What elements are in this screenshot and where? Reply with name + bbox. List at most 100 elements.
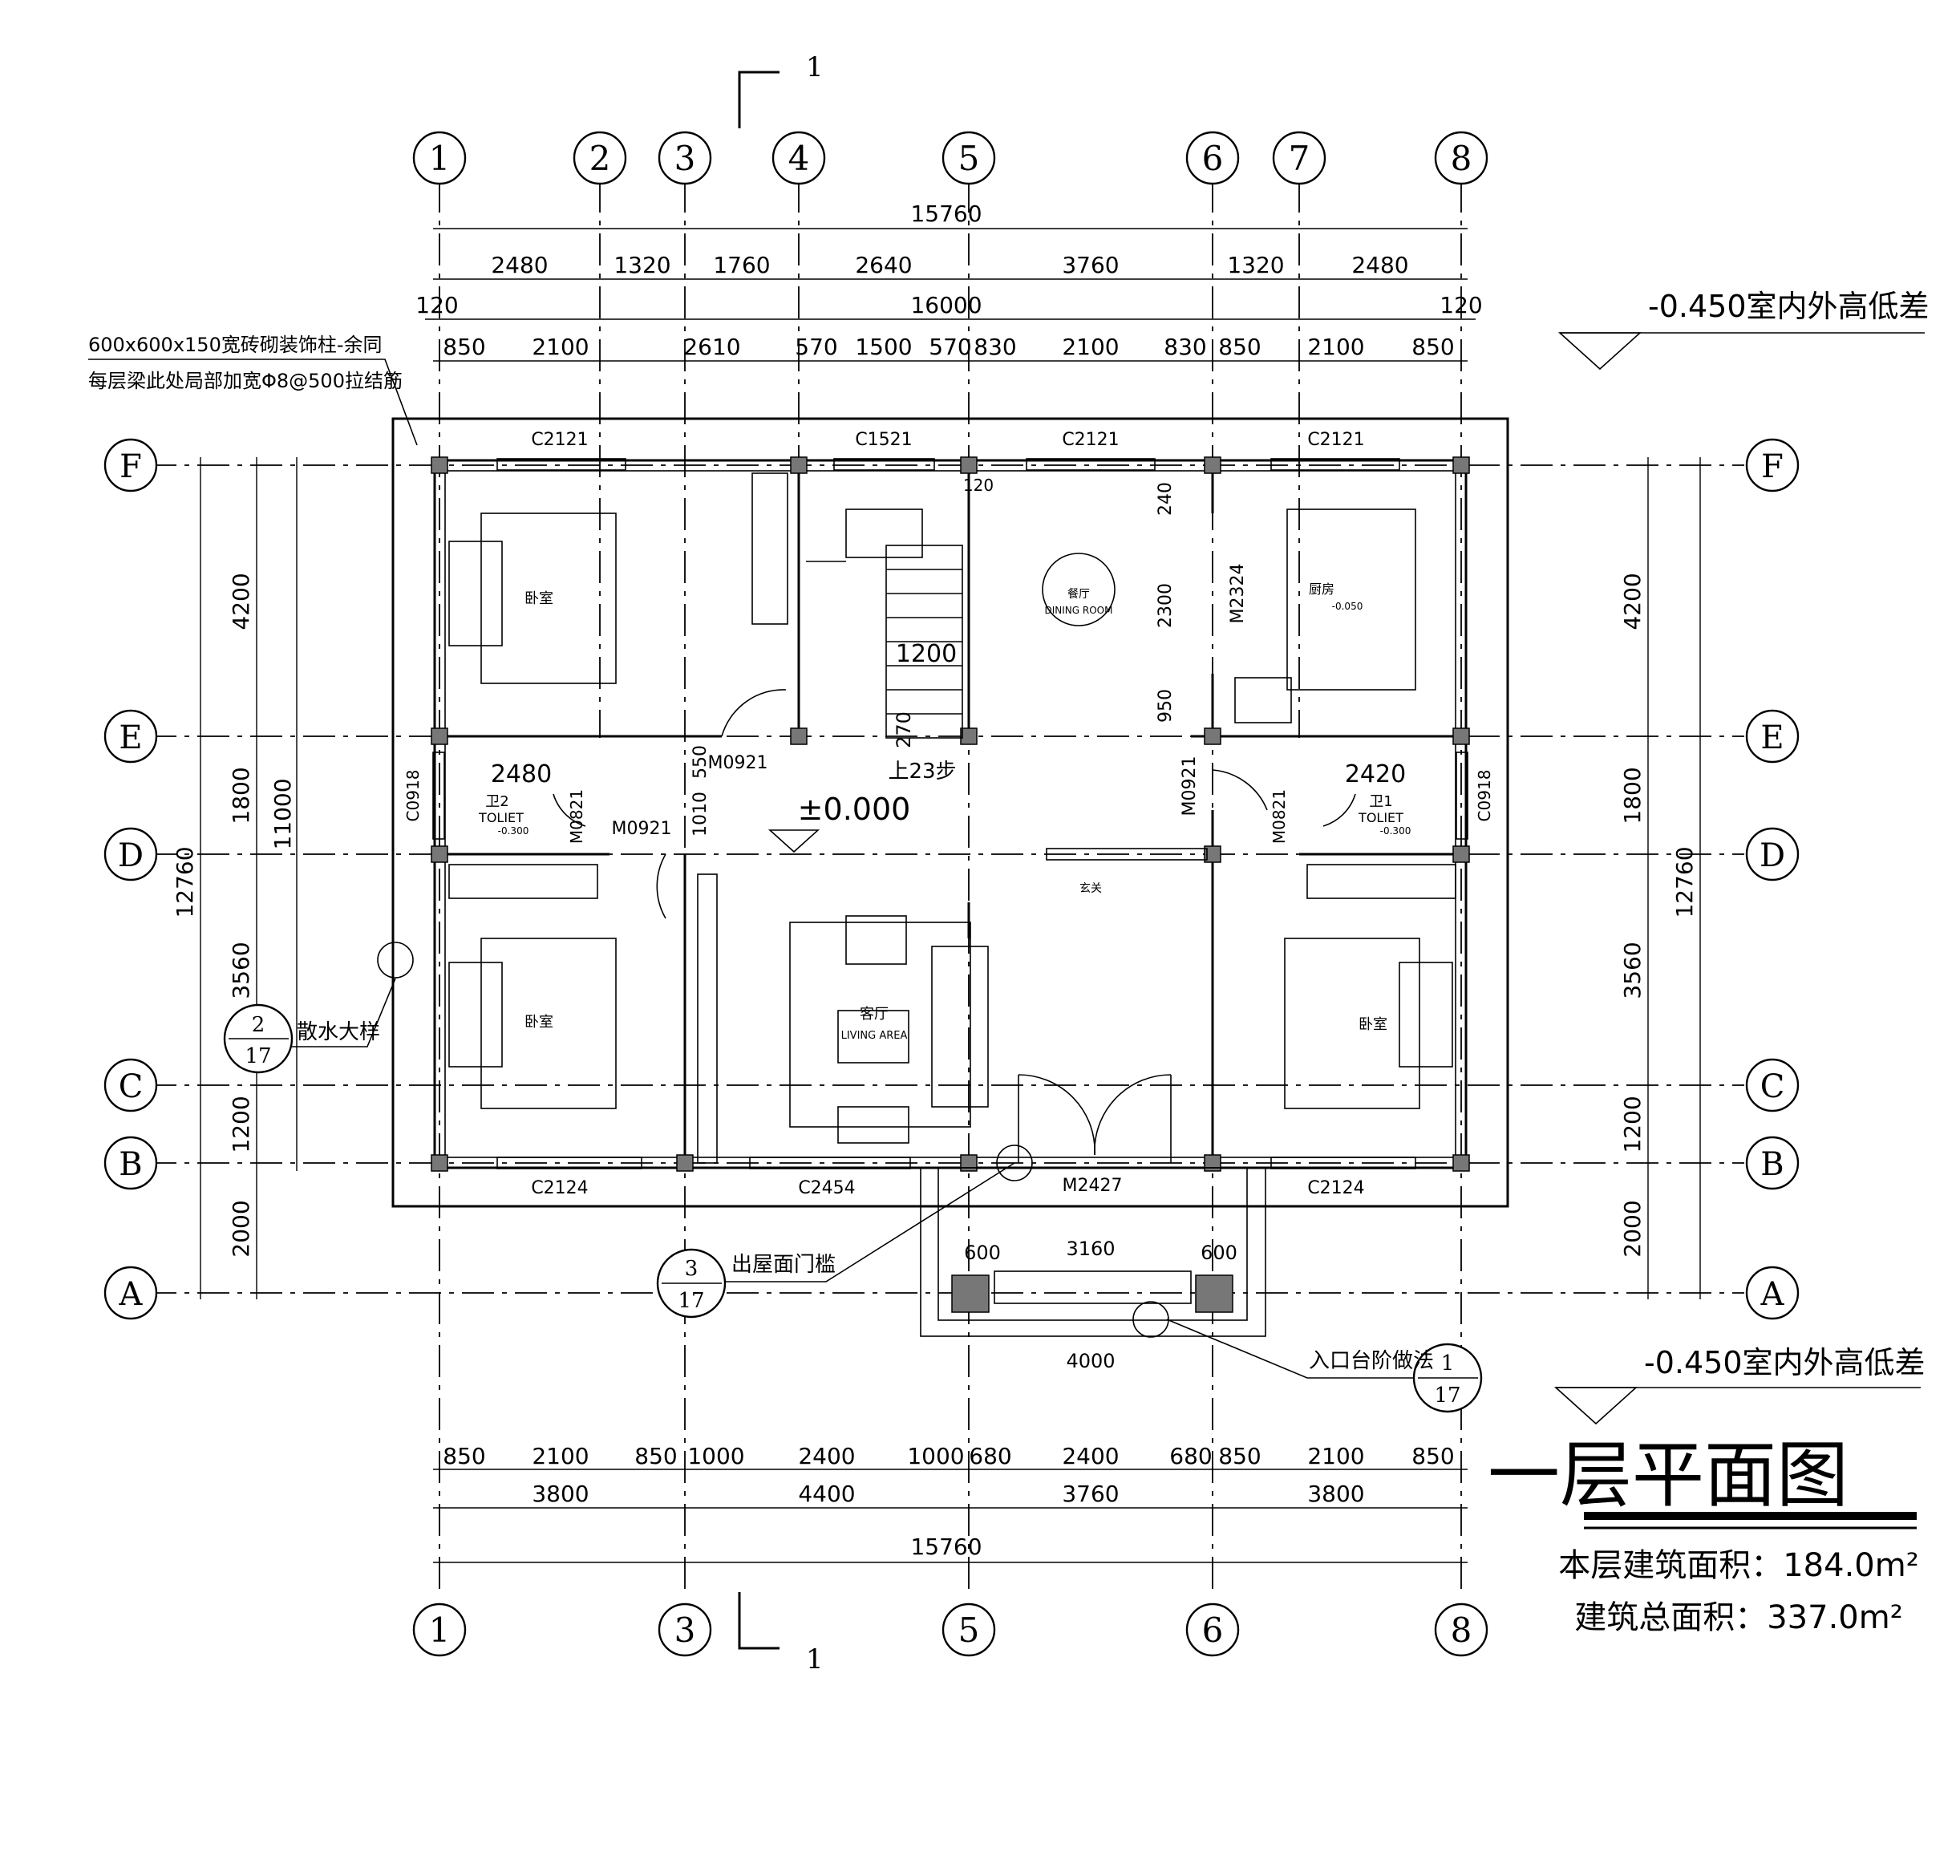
window-label: C2121: [1062, 430, 1119, 450]
svg-text:2: 2: [252, 1013, 265, 1037]
svg-text:F: F: [119, 448, 142, 485]
svg-text:1500: 1500: [855, 334, 912, 360]
svg-text:850: 850: [1411, 334, 1454, 360]
svg-text:2100: 2100: [532, 1443, 589, 1469]
svg-text:卧室: 卧室: [1359, 1016, 1387, 1033]
entrance-steps: 600 3160 4000 600: [920, 1167, 1266, 1372]
svg-text:2480: 2480: [491, 760, 552, 788]
svg-text:12760: 12760: [1671, 846, 1698, 918]
svg-text:4000: 4000: [1066, 1350, 1115, 1372]
svg-text:1800: 1800: [228, 767, 254, 824]
svg-text:2480: 2480: [1351, 252, 1408, 278]
svg-text:1: 1: [429, 1611, 451, 1650]
outer-walls: [391, 417, 1509, 1208]
svg-text:玄关: 玄关: [1079, 881, 1102, 895]
svg-text:客厅: 客厅: [860, 1006, 889, 1023]
svg-text:1: 1: [806, 1643, 824, 1675]
window-label: C2124: [531, 1178, 588, 1198]
svg-text:830: 830: [1164, 334, 1206, 360]
svg-text:3: 3: [674, 1611, 696, 1650]
svg-text:850: 850: [1218, 334, 1261, 360]
svg-text:6: 6: [1202, 1611, 1224, 1650]
misc-dimensions: 2480 2420 550 1010 240 2300 950 120: [491, 476, 1406, 837]
grid-top-2: 2: [589, 139, 611, 178]
window-label: C2121: [531, 430, 588, 450]
svg-text:2100: 2100: [532, 334, 589, 360]
svg-text:1200: 1200: [228, 1096, 254, 1153]
grid-bubbles-sides: F E D C B A F E D C B A: [103, 438, 1800, 1320]
svg-text:3560: 3560: [1619, 942, 1646, 999]
grid-top-7: 7: [1289, 139, 1310, 178]
level-note-bottom: -0.450室内外高低差: [1644, 1345, 1926, 1380]
callout-steps-label: 入口台阶做法: [1309, 1349, 1434, 1373]
svg-text:D: D: [1760, 837, 1785, 874]
svg-text:850: 850: [634, 1443, 677, 1469]
svg-text:C: C: [119, 1068, 144, 1105]
floor-area: 本层建筑面积：184.0m²: [1558, 1547, 1919, 1584]
svg-text:2300: 2300: [1156, 583, 1176, 628]
window-label: C2124: [1307, 1178, 1364, 1198]
room-labels: 卧室 卧室 卧室 餐厅 DINING ROOM 厨房 -0.050 客厅 LIV…: [478, 581, 1411, 1042]
section-marks: 1 1: [738, 51, 824, 1675]
columns: [431, 456, 1470, 1313]
svg-text:850: 850: [443, 1443, 485, 1469]
svg-text:3160: 3160: [1066, 1238, 1115, 1260]
svg-text:120: 120: [1440, 292, 1482, 318]
svg-text:M0921: M0921: [708, 753, 768, 773]
svg-text:D: D: [118, 837, 144, 874]
svg-text:1010: 1010: [690, 792, 711, 837]
note-column-2: 每层梁此处局部加宽Φ8@500拉结筋: [88, 370, 403, 392]
svg-text:3: 3: [685, 1257, 699, 1281]
floor-level: ±0.000: [798, 792, 911, 827]
svg-text:B: B: [1760, 1146, 1784, 1183]
svg-text:A: A: [1760, 1276, 1785, 1313]
window-label: C0918: [1475, 770, 1494, 822]
grid-bubbles-bottom: 1 3 5 6 8: [412, 1603, 1488, 1657]
svg-text:-0.300: -0.300: [498, 825, 529, 837]
svg-text:270: 270: [893, 711, 915, 748]
title-block: 一层平面图 本层建筑面积：184.0m² 建筑总面积：337.0m²: [1488, 1433, 1919, 1636]
grid-top-8: 8: [1451, 139, 1472, 178]
svg-text:3760: 3760: [1062, 1481, 1119, 1507]
svg-text:830: 830: [974, 334, 1016, 360]
svg-text:M0921: M0921: [1180, 756, 1200, 816]
callout-threshold-label: 出屋面门槛: [731, 1253, 836, 1277]
side-dimensions: 4200 1800 3560 1200 2000 12760 11000 420…: [172, 457, 1701, 1299]
svg-text:15760: 15760: [910, 201, 982, 227]
grid-top-4: 4: [788, 139, 810, 178]
window-label: C0918: [403, 770, 423, 822]
svg-text:M2427: M2427: [1063, 1176, 1123, 1196]
svg-text:1760: 1760: [713, 252, 770, 278]
svg-text:M0921: M0921: [612, 819, 672, 839]
svg-text:3800: 3800: [532, 1481, 589, 1507]
svg-text:2100: 2100: [1307, 1443, 1364, 1469]
svg-text:3800: 3800: [1307, 1481, 1364, 1507]
svg-text:120: 120: [415, 292, 458, 318]
svg-text:1000: 1000: [687, 1443, 744, 1469]
svg-text:2640: 2640: [855, 252, 912, 278]
svg-text:850: 850: [1411, 1443, 1454, 1469]
svg-text:680: 680: [969, 1443, 1011, 1469]
svg-text:LIVING AREA: LIVING AREA: [841, 1030, 908, 1042]
svg-text:1000: 1000: [907, 1443, 964, 1469]
svg-text:600: 600: [1201, 1242, 1237, 1264]
svg-text:厨房: 厨房: [1309, 581, 1334, 597]
svg-text:餐厅: 餐厅: [1067, 588, 1090, 601]
svg-text:1800: 1800: [1619, 767, 1646, 824]
svg-text:-0.050: -0.050: [1332, 601, 1363, 612]
svg-text:卫2: 卫2: [485, 793, 508, 810]
svg-text:570: 570: [929, 334, 971, 360]
grid-top-3: 3: [674, 139, 696, 178]
callout-drain-label: 散水大样: [297, 1020, 380, 1044]
grid-bubbles-top: 1 2 3 4 5 6 7 8: [412, 131, 1488, 185]
svg-text:3560: 3560: [228, 942, 254, 999]
window-label: C2121: [1307, 430, 1364, 450]
svg-text:M0821: M0821: [1270, 789, 1289, 844]
level-notes: -0.450室内外高低差 -0.450室内外高低差: [1553, 289, 1930, 1425]
svg-text:550: 550: [690, 745, 711, 779]
svg-text:850: 850: [1218, 1443, 1261, 1469]
window-label: C2454: [798, 1178, 855, 1198]
svg-text:2420: 2420: [1345, 760, 1406, 788]
total-area: 建筑总面积：337.0m²: [1574, 1599, 1903, 1636]
window-label: C1521: [855, 430, 912, 450]
